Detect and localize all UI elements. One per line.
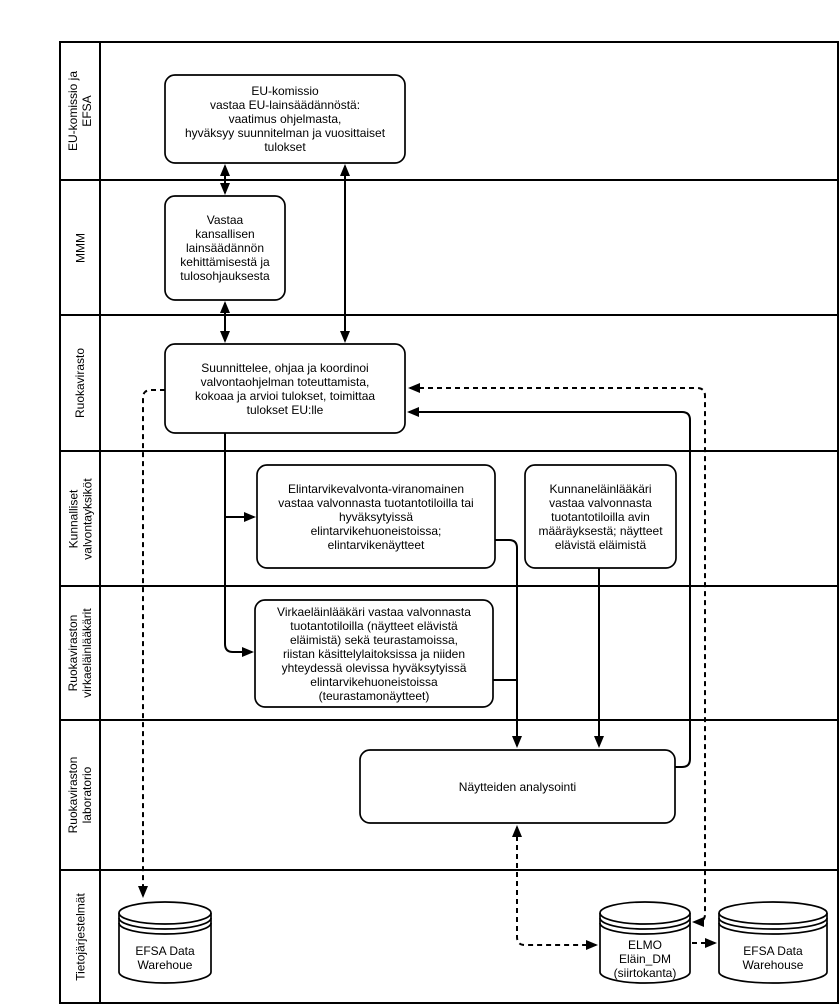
node-mmm-text: Vastaa kansallisen lainsäädännön kehittä… xyxy=(180,213,270,283)
connector-ruokavirasto-virkaelainlaakari xyxy=(224,433,254,657)
connector-ruokavirasto-elmo-dashed xyxy=(408,383,706,927)
database-elmo-label: ELMO Eläin_DM (siirtokanta) xyxy=(613,938,677,980)
node-naytteiden-analysointi-text: Näytteiden analysointi xyxy=(458,779,577,794)
node-naytteiden-analysointi-box xyxy=(359,749,676,824)
node-elintarvikevalvonta-box xyxy=(256,464,496,569)
lane-label-mmm: MMM xyxy=(73,232,87,263)
node-kunnanelainlaakari-text: Kunnaneläinlääkäri vastaa valvonnasta tu… xyxy=(538,481,663,552)
lane-label-eu-komissio-efsa: EU-komissio ja EFSA xyxy=(66,71,94,152)
database-elmo-shape xyxy=(599,901,691,984)
lane-label-ruokavirasto: Ruokavirasto xyxy=(73,347,87,419)
database-efsa-dw-left-label: EFSA Data Warehoue xyxy=(135,944,195,972)
node-kunnanelainlaakari-box xyxy=(524,464,677,569)
node-ruokavirasto-text: Suunnittelee, ohjaa ja koordinoi valvont… xyxy=(194,360,376,417)
lane-label-tietojarjestelmat: Tietojärjestelmät xyxy=(73,892,87,981)
node-mmm-box xyxy=(164,195,286,301)
lane-label-kunnalliset: Kunnalliset valvontayksiköt xyxy=(66,477,94,560)
node-virkaelainlaakari-box xyxy=(254,599,494,708)
database-efsa-dw-left-shape xyxy=(118,901,212,984)
connector-ruokavirasto-efsa-dw-dashed xyxy=(138,389,165,898)
node-virkaelainlaakari-text: Virkaeläinlääkäri vastaa valvonnasta tuo… xyxy=(277,604,471,703)
lane-label-virkaelainlaakarit: Ruokaviraston virkaeläinlääkärit xyxy=(66,608,94,698)
database-efsa-dw-right-shape xyxy=(718,901,828,984)
connector-analysointi-elmo-dashed xyxy=(512,825,598,950)
node-eu-commission-text: EU-komissio vastaa EU-lainsäädännöstä: v… xyxy=(184,84,386,154)
lane-label-laboratorio: Ruokaviraston laboratorio xyxy=(66,756,94,834)
node-eu-commission-box xyxy=(164,74,406,164)
node-elintarvikevalvonta-text: Elintarvikevalvonta-viranomainen vastaa … xyxy=(278,481,474,552)
database-efsa-dw-right-label: EFSA Data Warehouse xyxy=(742,944,804,972)
node-ruokavirasto-box xyxy=(164,343,406,434)
